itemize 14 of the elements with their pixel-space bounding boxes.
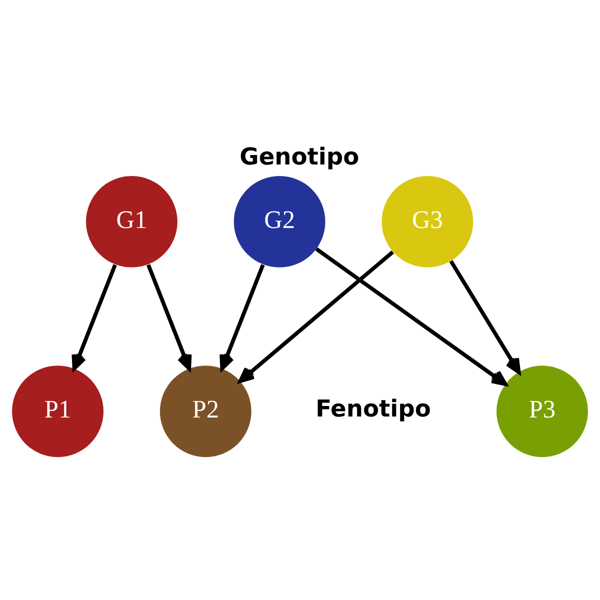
node-circle: P2 — [160, 366, 252, 458]
node-circle: P1 — [12, 366, 104, 458]
caption: Fenotipo — [316, 394, 431, 422]
arrow — [72, 264, 117, 370]
arrow — [146, 264, 192, 370]
node-circle: G2 — [234, 176, 326, 268]
node-circle: P3 — [496, 366, 588, 458]
arrow — [449, 260, 521, 374]
diagram-title: Genotipo — [240, 142, 360, 170]
node-circle: G1 — [86, 176, 178, 268]
node-circle: G3 — [382, 176, 474, 268]
arrow — [220, 264, 265, 370]
arrow — [238, 250, 394, 383]
arrow — [315, 247, 508, 386]
